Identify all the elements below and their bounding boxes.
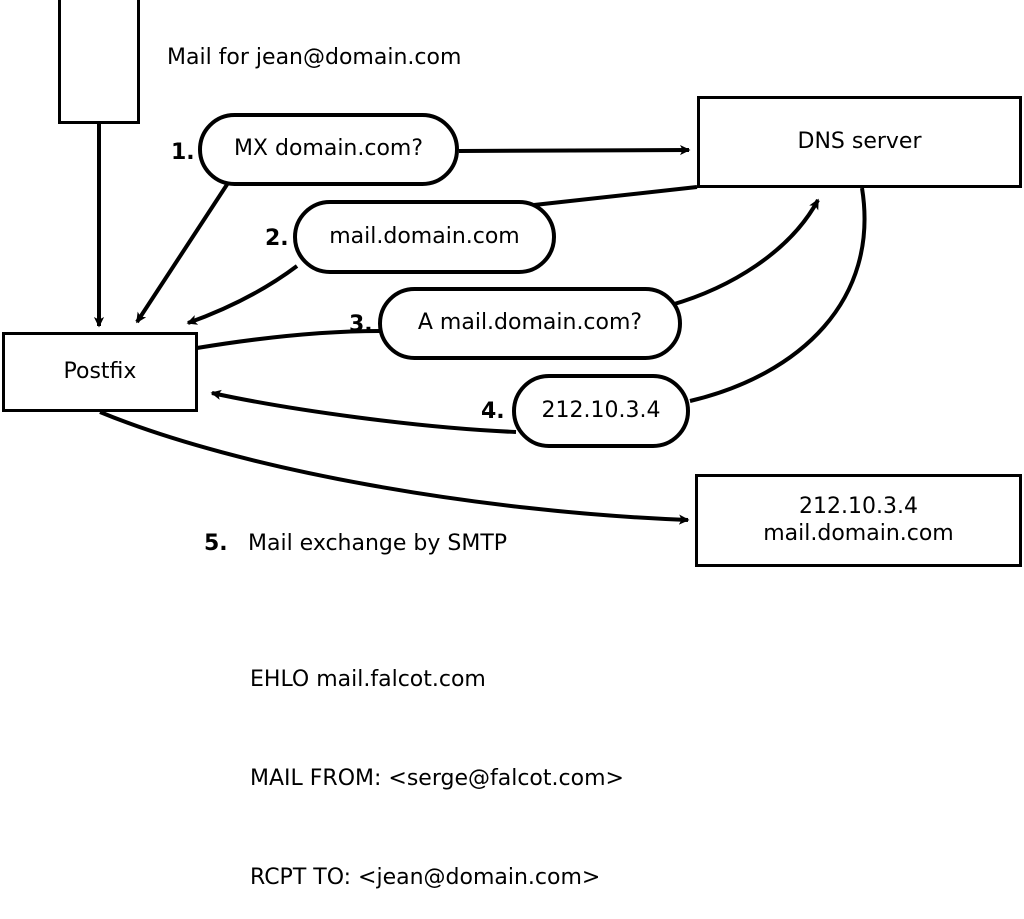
wire-postfix-to-mailserver [99,410,690,525]
wire-step4-to-postfix [210,389,517,434]
smtp-line: EHLO mail.falcot.com [250,667,486,692]
mail-server-node: 212.10.3.4 mail.domain.com [695,474,1022,567]
smtp-transcript: EHLO mail.falcot.com MAIL FROM: <serge@f… [250,597,624,919]
wire-step1-to-dns [458,144,691,156]
smtp-line: RCPT TO: <jean@domain.com> [250,865,601,890]
step-1-bubble: MX domain.com? [198,113,459,186]
step-3-bubble: A mail.domain.com? [378,287,682,360]
wire-postfix-to-step3 [196,329,381,350]
mail-for-caption: Mail for jean@domain.com [167,45,462,70]
step-3-number: 3. [349,312,373,337]
smtp-line: MAIL FROM: <serge@falcot.com> [250,766,624,791]
wire-step3-to-dns [670,198,820,307]
step-2-number: 2. [265,226,289,251]
step-4-bubble: 212.10.3.4 [512,374,690,448]
step-2-bubble: mail.domain.com [293,200,556,274]
wire-dns-to-step2 [533,185,698,207]
step-1-label: MX domain.com? [233,136,424,162]
postfix-node: Postfix [2,332,198,412]
wire-step2-to-postfix [186,264,299,325]
sender-box [58,0,140,124]
step-5-label: Mail exchange by SMTP [248,531,508,556]
step-3-label: A mail.domain.com? [417,310,643,336]
wire-dns-to-step4 [689,187,867,403]
step-2-label: mail.domain.com [329,223,520,249]
step-1-number: 1. [171,140,195,165]
mail-server-ip: 212.10.3.4 [799,493,918,519]
step-5-number: 5. [204,531,228,556]
postfix-label: Postfix [63,358,137,384]
mail-server-hostname: mail.domain.com [763,520,954,546]
step-4-number: 4. [481,399,505,424]
dns-server-label: DNS server [797,128,922,154]
wire-step1-tail-to-postfix [135,181,230,324]
step-4-label: 212.10.3.4 [541,397,661,423]
dns-server-node: DNS server [697,96,1022,188]
